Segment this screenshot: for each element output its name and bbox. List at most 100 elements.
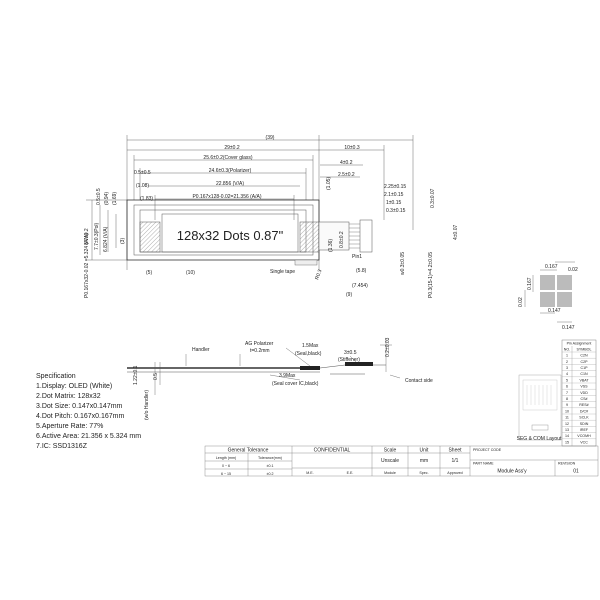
dim-h3: (3) bbox=[120, 238, 126, 244]
unit-value: mm bbox=[420, 458, 428, 464]
dim-d136: (1.36) bbox=[328, 239, 334, 252]
dim-002a: 0.02 bbox=[568, 267, 578, 273]
dim-d58: (5.8) bbox=[356, 268, 367, 274]
dim-aa-off: (1.83) bbox=[140, 196, 153, 202]
seal-black-label: (Seal,black) bbox=[295, 351, 322, 357]
pin-number: 1 bbox=[566, 354, 568, 358]
me-label: M.E. bbox=[306, 471, 313, 475]
tol-len: Length (mm) bbox=[216, 456, 236, 460]
dim-pin-225: 2.25±0.15 bbox=[384, 184, 406, 190]
dim-r: R0.3 bbox=[314, 269, 323, 281]
pin-table-header: SYMBOL bbox=[577, 348, 592, 352]
spec-line: 7.IC: SSD1316Z bbox=[36, 443, 88, 450]
dim-pin-1: 1±0.15 bbox=[386, 200, 401, 206]
pin-number: 6 bbox=[566, 385, 568, 389]
seal-ic-label: (Seal cover IC,black) bbox=[272, 381, 319, 387]
unit-label: Unit bbox=[420, 448, 430, 454]
pin-symbol: C2N bbox=[580, 354, 588, 358]
spec-line: 5.Aperture Rate: 77% bbox=[36, 423, 103, 430]
dim-w03: w0.3±0.05 bbox=[400, 252, 406, 275]
pin-symbol: VCOMH bbox=[577, 434, 591, 438]
module-label: Module bbox=[384, 471, 396, 475]
handler-label: Handler bbox=[192, 347, 210, 353]
spec-line: 1.Display: OLED (White) bbox=[36, 383, 112, 390]
dim-overall: (39) bbox=[266, 135, 275, 141]
pin-number: 5 bbox=[566, 378, 568, 382]
hatched-area-right bbox=[299, 221, 320, 253]
spec-title: Specification bbox=[36, 373, 76, 380]
dim-body: 29±0.2 bbox=[224, 145, 239, 151]
title-block bbox=[204, 445, 599, 477]
spec-line: 6.Active Area: 21.356 x 5.324 mm bbox=[36, 433, 141, 440]
fpc-bend bbox=[318, 221, 350, 251]
pin-symbol: IREF bbox=[580, 428, 589, 432]
specification-block: Specification 1.Display: OLED (White) 2.… bbox=[36, 373, 141, 450]
dim-h5324: P0.167x32-0.02 =5.324 (A/A) bbox=[84, 233, 90, 298]
pin-table-header: NO. bbox=[564, 348, 570, 352]
left-dimensions: 8.7±0.2 7.7±0.3(Pol) 6.824 (V/A) P0.167x… bbox=[84, 188, 126, 298]
pin-symbol: C1N bbox=[580, 372, 588, 376]
pin-symbol: C1P bbox=[581, 366, 589, 370]
single-tape-label: Single tape bbox=[270, 269, 295, 275]
pin-symbol: RES# bbox=[579, 403, 588, 407]
dim-fpc-pos: 10±0.3 bbox=[344, 145, 359, 151]
ee-label: E.E. bbox=[347, 471, 354, 475]
stiffener-label: (Stiffener) bbox=[338, 357, 360, 363]
tol-r2-tol: ±0.2 bbox=[267, 472, 274, 476]
pin-table-title: Pin Assignment bbox=[567, 342, 592, 346]
revision-value: 01 bbox=[573, 469, 579, 475]
pin-number: 7 bbox=[566, 391, 568, 395]
pin-number: 11 bbox=[565, 416, 569, 420]
spec-line: 3.Dot Size: 0.147x0.147mm bbox=[36, 403, 123, 410]
max15-label: 1.5Max bbox=[302, 343, 319, 349]
dim-fpc-4: 4±0.2 bbox=[340, 160, 353, 166]
tol-title: General Tolerance bbox=[228, 448, 269, 454]
pin-symbol: SCLK bbox=[579, 416, 589, 420]
sheet-value: 1/1 bbox=[452, 458, 459, 464]
module-body bbox=[126, 199, 373, 266]
active-area bbox=[161, 213, 299, 253]
dim-cover-glass: 25.6±0.2(Cover glass) bbox=[203, 155, 252, 161]
pin-symbol: SDIN bbox=[580, 422, 589, 426]
side-view bbox=[127, 340, 401, 395]
pin-symbol: CS# bbox=[581, 397, 588, 401]
dim-d08: 0.8±0.2 bbox=[339, 231, 345, 248]
title-block-text: General Tolerance Length (mm) Tolerance(… bbox=[216, 448, 579, 477]
tol-r1-len: 0 ~ 6 bbox=[222, 464, 230, 468]
t025-label: 0.2±0.03 bbox=[385, 337, 391, 357]
dim-d5: (5) bbox=[146, 270, 152, 276]
tol-tol: Tolerance(mm) bbox=[258, 456, 282, 460]
dim-0147h: 0.147 bbox=[562, 325, 575, 331]
project-code-label: PROJECT CODE bbox=[473, 448, 502, 452]
dim-via-off: (1.08) bbox=[136, 183, 149, 189]
dim-h6824: 6.824 (V/A) bbox=[103, 226, 109, 252]
ag-pol-label: AG Polarizer bbox=[245, 341, 274, 347]
dim-d9: (9) bbox=[346, 292, 352, 298]
pin-symbol: VSS bbox=[580, 385, 588, 389]
max39-label: 3.9Max bbox=[279, 373, 296, 379]
dim-0167: 0.167 bbox=[545, 264, 558, 270]
dim-d7454: (7.454) bbox=[352, 283, 368, 289]
seg-com-layout: SEG & COM Layout bbox=[517, 374, 562, 442]
pin1-label: Pin1 bbox=[352, 254, 362, 260]
scale-value: Unscale bbox=[381, 458, 399, 464]
dim-h05: 0.5±0.5 bbox=[96, 188, 102, 205]
dim-pin-03: 0.3±0.15 bbox=[386, 208, 406, 214]
dim-0147: 0.147 bbox=[548, 308, 561, 314]
dim-fpc-w: 4±0.07 bbox=[453, 225, 459, 240]
side-view-labels: Handler AG Polarizer t=0.2mm 1.5Max (Sea… bbox=[133, 337, 433, 420]
pin-number: 10 bbox=[565, 409, 569, 413]
pin-number: 13 bbox=[565, 428, 569, 432]
t02-label: t=0.2mm bbox=[250, 348, 270, 354]
confidential: CONFIDENTIAL bbox=[314, 448, 351, 454]
pin-symbol: C2P bbox=[581, 360, 589, 364]
h122-label: 1.22±0.1 bbox=[133, 365, 139, 385]
stiffener bbox=[345, 362, 373, 366]
hatched-area-left bbox=[139, 221, 161, 253]
part-name-value: Module Ass'y bbox=[497, 469, 527, 475]
dim-fpc-2-5: 2.5±0.2 bbox=[338, 172, 355, 178]
sheet-label: Sheet bbox=[448, 448, 462, 454]
dim-d105: (1.05) bbox=[326, 177, 332, 190]
